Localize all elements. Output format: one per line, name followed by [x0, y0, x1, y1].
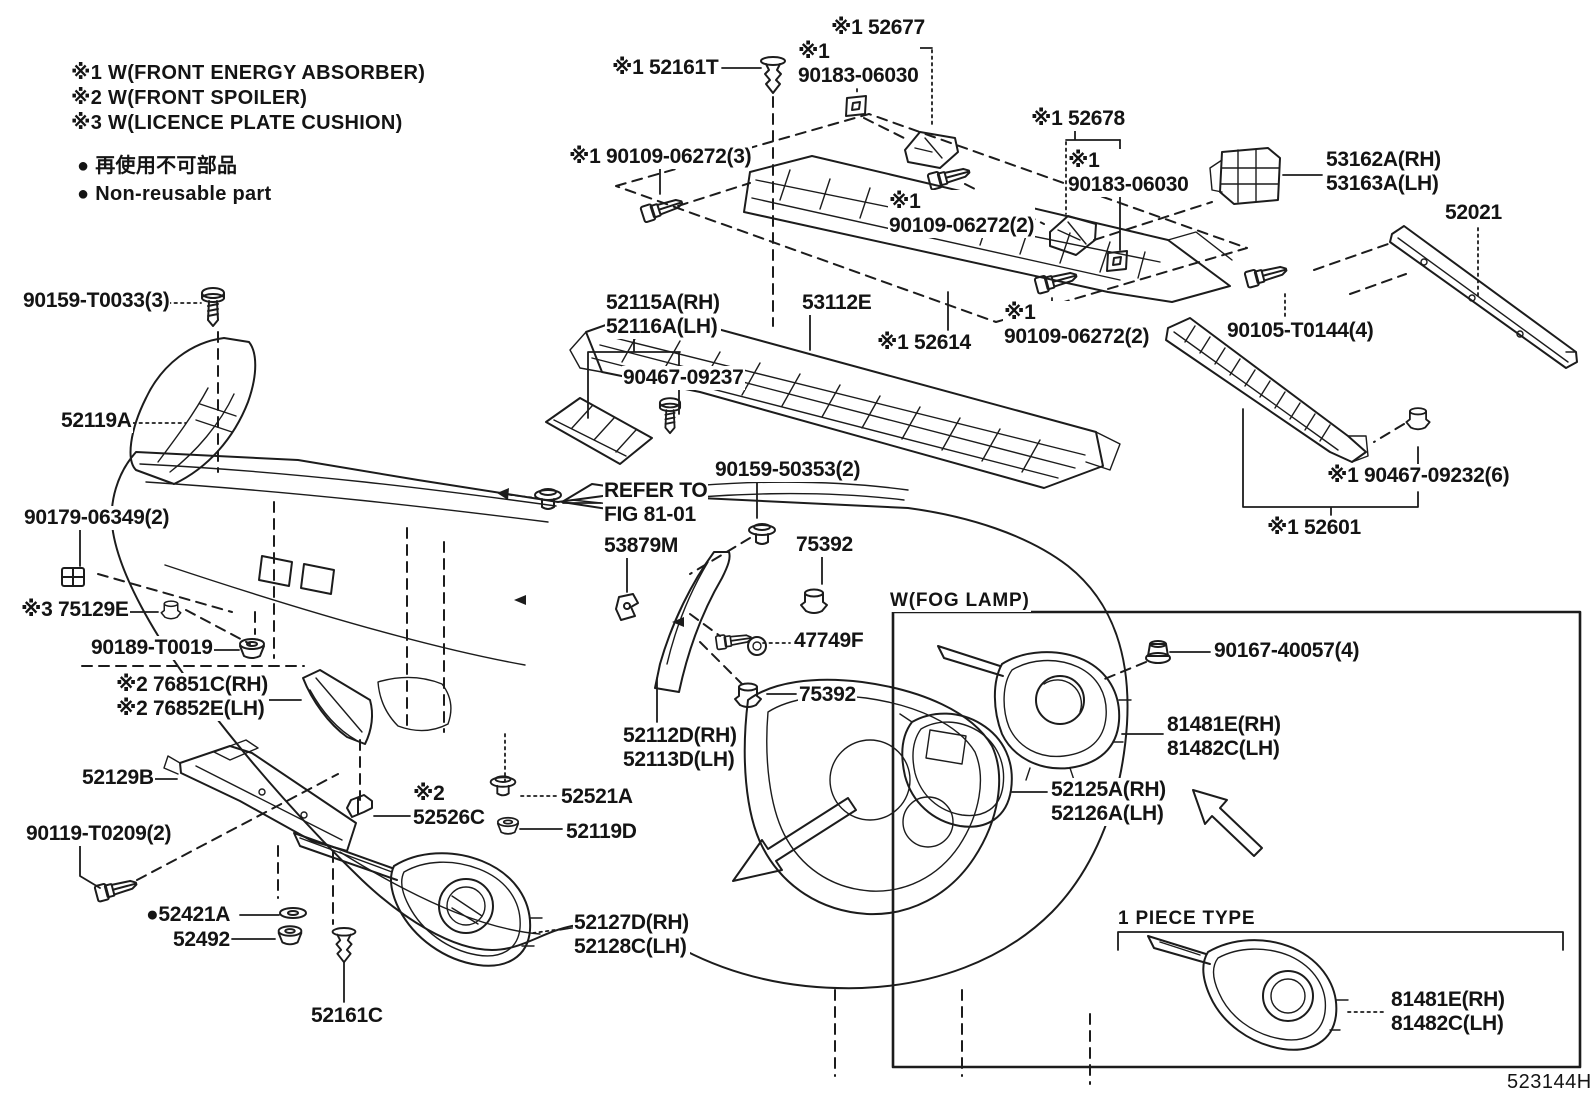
section-fog-lamp-title: W(FOG LAMP)	[889, 590, 1031, 612]
label-53112E: 53112E	[801, 291, 873, 315]
label-52521A: 52521A	[560, 785, 634, 809]
label-90109-06272-2a: ※1 90109-06272(2)	[888, 190, 1036, 238]
label-53162A: 53162A(RH) 53163A(LH)	[1325, 148, 1442, 196]
label-90167-40057: 90167-40057(4)	[1213, 639, 1361, 663]
fog-bezel-52127-drawing	[293, 832, 543, 967]
label-52421A: ●52421A	[145, 903, 232, 927]
label-52115A: 52115A(RH) 52116A(LH)	[605, 291, 721, 339]
label-90159-50353: 90159-50353(2)	[714, 458, 862, 482]
label-90467-09232: ※1 90467-09232(6)	[1326, 464, 1511, 488]
label-81481E-a: 81481E(RH) 81482C(LH)	[1166, 713, 1282, 761]
bracket-52678-drawing	[1049, 215, 1097, 256]
legend-note-1: ※1 W(FRONT ENERGY ABSORBER)	[70, 62, 427, 85]
label-52492: 52492	[172, 928, 231, 952]
legend-nonreusable-jp: ● 再使用不可部品	[76, 155, 239, 178]
label-90109-06272-2b: ※1 90109-06272(2)	[1003, 301, 1151, 349]
legend-note-2: ※2 W(FRONT SPOILER)	[70, 87, 309, 110]
label-refer-fig: REFER TO FIG 81-01	[603, 479, 709, 527]
construction-lines	[81, 96, 1407, 1085]
label-53879M: 53879M	[603, 534, 680, 558]
section-one-piece-title: 1 PIECE TYPE	[1117, 908, 1257, 930]
spoiler-76851-drawing	[302, 669, 374, 745]
label-52526C: ※2 52526C	[412, 782, 486, 830]
one-piece-bezel-drawing	[1147, 935, 1349, 1051]
label-81481E-b: 81481E(RH) 81482C(LH)	[1390, 988, 1506, 1036]
corner-pad-drawing	[129, 337, 257, 485]
label-90183-06030-a: ※1 90183-06030	[797, 40, 920, 88]
license-bracket-drawing	[1389, 225, 1578, 369]
label-52112D: 52112D(RH) 52113D(LH)	[622, 724, 738, 772]
fog-lamp-unit-drawing	[937, 645, 1132, 781]
grille-support-drawing	[545, 397, 653, 465]
legend-note-3: ※3 W(LICENCE PLATE CUSHION)	[70, 112, 404, 135]
label-52127D: 52127D(RH) 52128C(LH)	[573, 911, 690, 959]
label-75392-a: 75392	[795, 533, 854, 557]
label-90105-T0144: 90105-T0144(4)	[1226, 319, 1375, 343]
label-52119A: 52119A	[60, 409, 133, 433]
label-75392-b: 75392	[798, 683, 857, 707]
label-52677: ※1 52677	[830, 16, 926, 40]
figure-code: 523144H	[1506, 1071, 1592, 1094]
label-90119-T0209: 90119-T0209(2)	[25, 822, 173, 846]
label-76851C: ※2 76851C(RH) ※2 76852E(LH)	[115, 673, 269, 721]
fog-bezel-52125-drawing	[899, 712, 1013, 828]
label-90159-T0033: 90159-T0033(3)	[22, 289, 171, 313]
fog-lamp-box	[891, 610, 1582, 1069]
label-52021: 52021	[1444, 201, 1503, 225]
side-support-drawing	[1209, 147, 1281, 205]
label-52129B: 52129B	[81, 766, 155, 790]
label-52125A: 52125A(RH) 52126A(LH)	[1050, 778, 1167, 826]
label-52119D: 52119D	[565, 820, 638, 844]
label-52161T: ※1 52161T	[611, 56, 720, 80]
label-52678: ※1 52678	[1030, 107, 1126, 131]
label-90179-06349: 90179-06349(2)	[23, 506, 171, 530]
label-90189-T0019: 90189-T0019	[90, 636, 214, 660]
label-52614: ※1 52614	[876, 331, 972, 355]
label-90109-06272-3: ※1 90109-06272(3)	[568, 145, 753, 169]
label-90467-09237: 90467-09237	[622, 366, 745, 390]
fasteners	[61, 56, 1431, 964]
one-piece-bracket-line	[1117, 931, 1564, 951]
label-52161C: 52161C	[310, 1004, 384, 1028]
label-90183-06030-b: ※1 90183-06030	[1067, 149, 1190, 197]
trim-52112-drawing	[654, 551, 731, 693]
label-47749F: 47749F	[793, 629, 865, 653]
grille-drawing	[569, 309, 1121, 489]
legend-nonreusable-en: ● Non-reusable part	[76, 183, 273, 206]
bracket-52677-drawing	[904, 131, 959, 169]
direction-arrow-fog	[1192, 789, 1263, 857]
label-52601: ※1 52601	[1266, 516, 1362, 540]
label-75129E: ※3 75129E	[20, 598, 130, 622]
lower-reinforcement-drawing	[1165, 317, 1369, 463]
direction-arrow-main	[732, 797, 857, 882]
